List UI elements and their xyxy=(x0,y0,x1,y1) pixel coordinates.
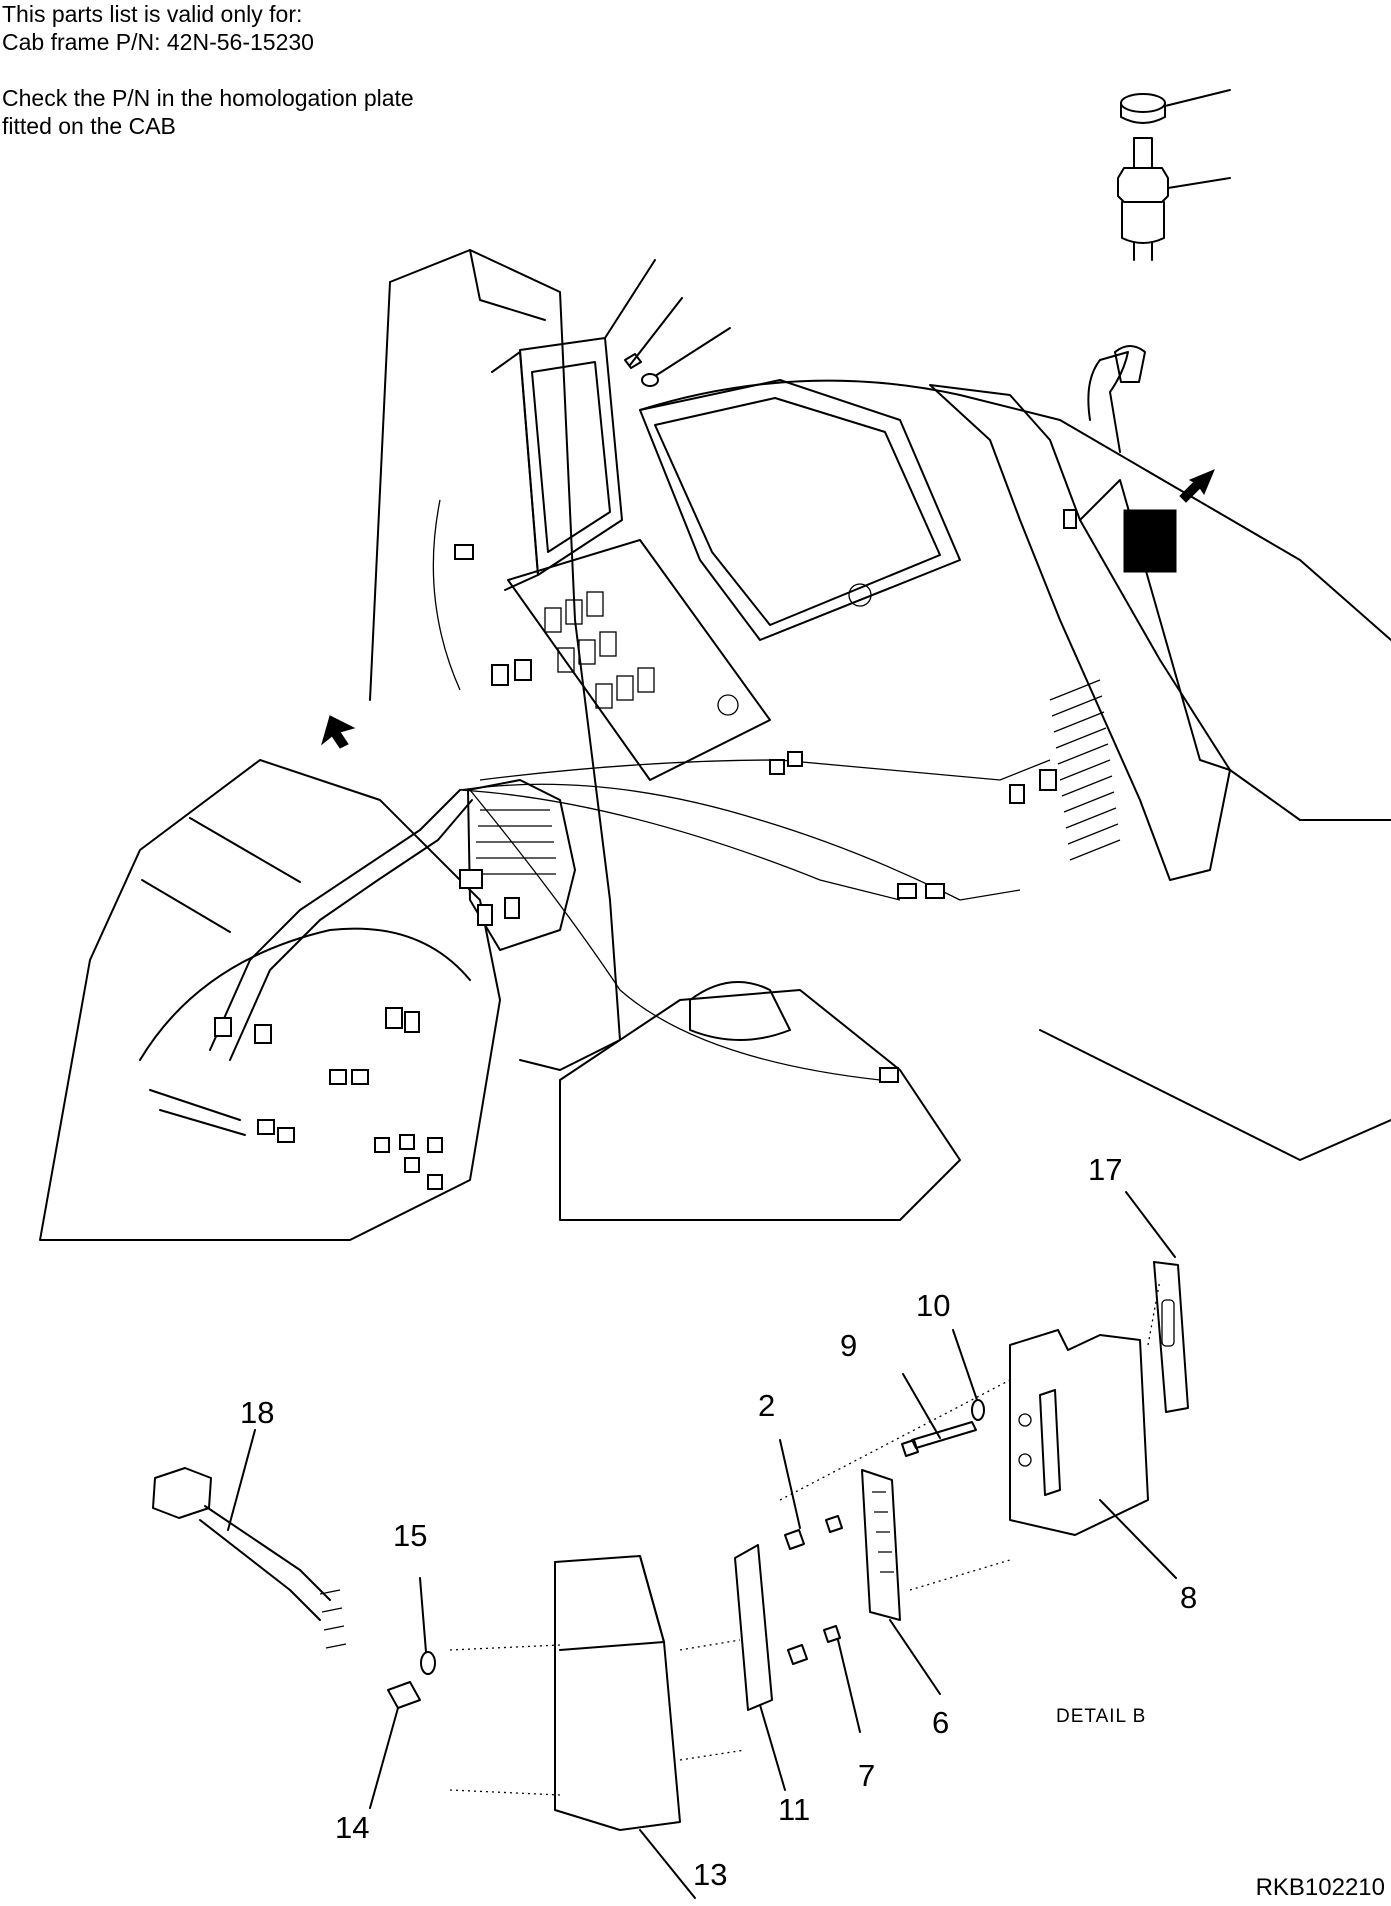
callout-15: 15 xyxy=(393,1518,428,1553)
check-note-line-1: Check the P/N in the homologation plate xyxy=(2,85,414,111)
drawing-code: RKB102210 xyxy=(1255,1874,1385,1901)
harness-connectors xyxy=(214,509,1077,1190)
switch-panel-buttons xyxy=(544,591,739,716)
cab-console-drawing xyxy=(39,249,1391,1241)
callout-14: 14 xyxy=(335,1810,370,1845)
callout-7: 7 xyxy=(858,1758,876,1793)
validity-note-line-1: This parts list is valid only for: xyxy=(2,1,303,27)
fuse-box-shape xyxy=(1123,509,1177,573)
callout-11: 11 xyxy=(778,1792,811,1827)
callout-2: 2 xyxy=(758,1388,776,1423)
callout-17: 17 xyxy=(1088,1152,1123,1187)
detail-b-drawing xyxy=(152,1191,1189,1899)
validity-note-line-2: Cab frame P/N: 42N-56-15230 xyxy=(2,29,314,55)
callout-13: 13 xyxy=(693,1857,728,1892)
switch-detail-drawing xyxy=(1117,89,1231,261)
callout-18: 18 xyxy=(240,1395,275,1430)
arrow-left-icon xyxy=(321,715,356,749)
callout-10: 10 xyxy=(916,1288,951,1323)
callout-9: 9 xyxy=(840,1328,858,1363)
callout-6: 6 xyxy=(932,1705,950,1740)
vent-louvres xyxy=(1049,679,1121,861)
callout-8: 8 xyxy=(1180,1580,1198,1615)
detail-b-label: DETAIL B xyxy=(1056,1706,1147,1727)
check-note-line-2: fitted on the CAB xyxy=(2,113,176,139)
arrow-right-icon xyxy=(1179,469,1215,503)
